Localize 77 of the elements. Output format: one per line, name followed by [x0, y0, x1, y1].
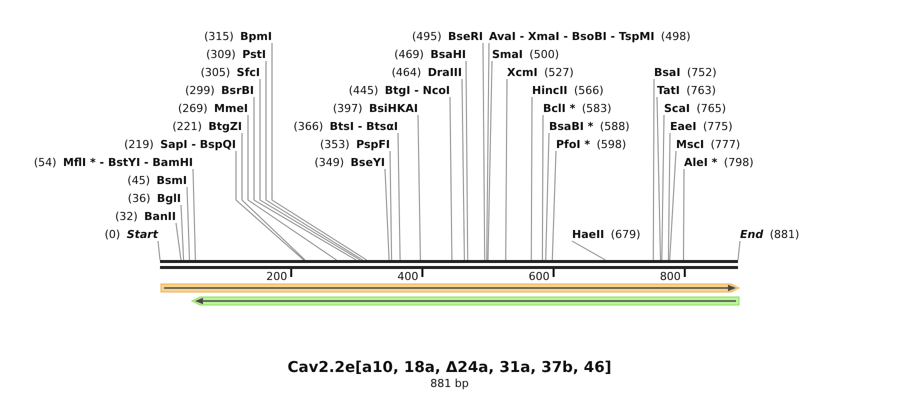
restriction-site-label: (269) MmeI: [178, 102, 248, 115]
leader-line: [186, 186, 190, 260]
leader-line: [398, 132, 401, 260]
restriction-site-label: (353) PspFI: [320, 138, 390, 151]
restriction-site-label: (219) SapI - BspQI: [124, 138, 236, 151]
restriction-site-label: TatI (763): [657, 84, 716, 97]
leader-line: [176, 222, 182, 260]
restriction-site-label: (495) BseRI: [412, 30, 483, 43]
leader-line: [242, 132, 306, 260]
leader-line: [450, 96, 452, 260]
leader-line: [545, 132, 550, 260]
restriction-site-label: (469) BsaHI: [394, 48, 466, 61]
leader-line: [572, 240, 606, 260]
leader-line: [248, 114, 337, 260]
leader-line: [272, 42, 368, 260]
restriction-site-label: (32) BanII: [115, 210, 176, 223]
restriction-site-label: BclI * (583): [543, 102, 612, 115]
leader-line: [669, 150, 676, 260]
leader-line: [260, 78, 361, 260]
restriction-site-label: EaeI (775): [670, 120, 733, 133]
leader-line: [418, 114, 421, 260]
leader-line: [192, 168, 196, 260]
restriction-site-label: (349) BseYI: [314, 156, 385, 169]
leader-line: [486, 42, 490, 260]
leader-line: [254, 96, 357, 260]
restriction-site-label: (299) BsrBI: [185, 84, 254, 97]
restriction-site-label: (309) PstI: [206, 48, 266, 61]
leader-line: [656, 96, 661, 260]
restriction-site-label: BsaI (752): [654, 66, 717, 79]
leader-line: [482, 42, 486, 260]
scale-label: 400: [397, 270, 418, 283]
restriction-site-label: (54) MflI * - BstYI - BamHI: [34, 156, 193, 169]
restriction-site-label: (366) BtsI - BtsαI: [294, 120, 398, 133]
leader-line: [530, 96, 532, 260]
leader-line: [652, 78, 654, 260]
restriction-site-label: (221) BtgZI: [172, 120, 242, 133]
sequence-end-label: End (881): [740, 228, 800, 241]
restriction-site-label: XcmI (527): [507, 66, 574, 79]
sequence-bar: [160, 260, 738, 269]
leader-line: [266, 60, 364, 260]
restriction-site-label: (464) DraIII: [392, 66, 462, 79]
restriction-site-label: HaeII (679): [572, 228, 640, 241]
restriction-site-label: MscI (777): [676, 138, 740, 151]
map-title: Cav2.2e[a10, 18a, Δ24a, 31a, 37b, 46]: [287, 358, 612, 376]
restriction-site-label: (445) BtgI - NcoI: [348, 84, 450, 97]
restriction-site-label: (397) BsiHKAI: [332, 102, 418, 115]
restriction-site-label: (45) BsmI: [127, 174, 187, 187]
scale-label: 800: [660, 270, 681, 283]
leader-line: [390, 150, 392, 260]
restriction-site-label: (36) BglI: [128, 192, 181, 205]
restriction-site-label: BsaBI * (588): [549, 120, 630, 133]
restriction-site-label: SmaI (500): [492, 48, 559, 61]
restriction-site-label: AleI * (798): [684, 156, 754, 169]
leader-line: [384, 168, 390, 260]
leader-line: [466, 60, 468, 260]
caption: 881 bp: [430, 377, 469, 390]
sequence-end-label: (0) Start: [104, 228, 158, 241]
leader-line: [661, 114, 664, 260]
leader-line: [488, 60, 492, 260]
restriction-site-label: (315) BpmI: [204, 30, 272, 43]
leader-line: [180, 204, 184, 260]
restriction-site-label: (305) SfcI: [200, 66, 260, 79]
scale-label: 600: [528, 270, 550, 283]
leader-line: [462, 78, 465, 260]
restriction-site-label: AvaI - XmaI - BsoBI - TspMI (498): [489, 30, 691, 43]
leader-line: [683, 168, 684, 260]
leader-line: [668, 132, 670, 260]
restriction-site-label: ScaI (765): [664, 102, 726, 115]
leader-line: [236, 150, 304, 260]
leader-line: [158, 240, 160, 260]
restriction-site-label: PfoI * (598): [556, 138, 626, 151]
scale-label: 200: [266, 270, 288, 283]
leader-line: [738, 240, 740, 260]
leader-line: [552, 150, 556, 260]
leader-line: [542, 114, 544, 260]
leader-line: [505, 78, 508, 260]
restriction-site-label: HincII (566): [532, 84, 604, 97]
